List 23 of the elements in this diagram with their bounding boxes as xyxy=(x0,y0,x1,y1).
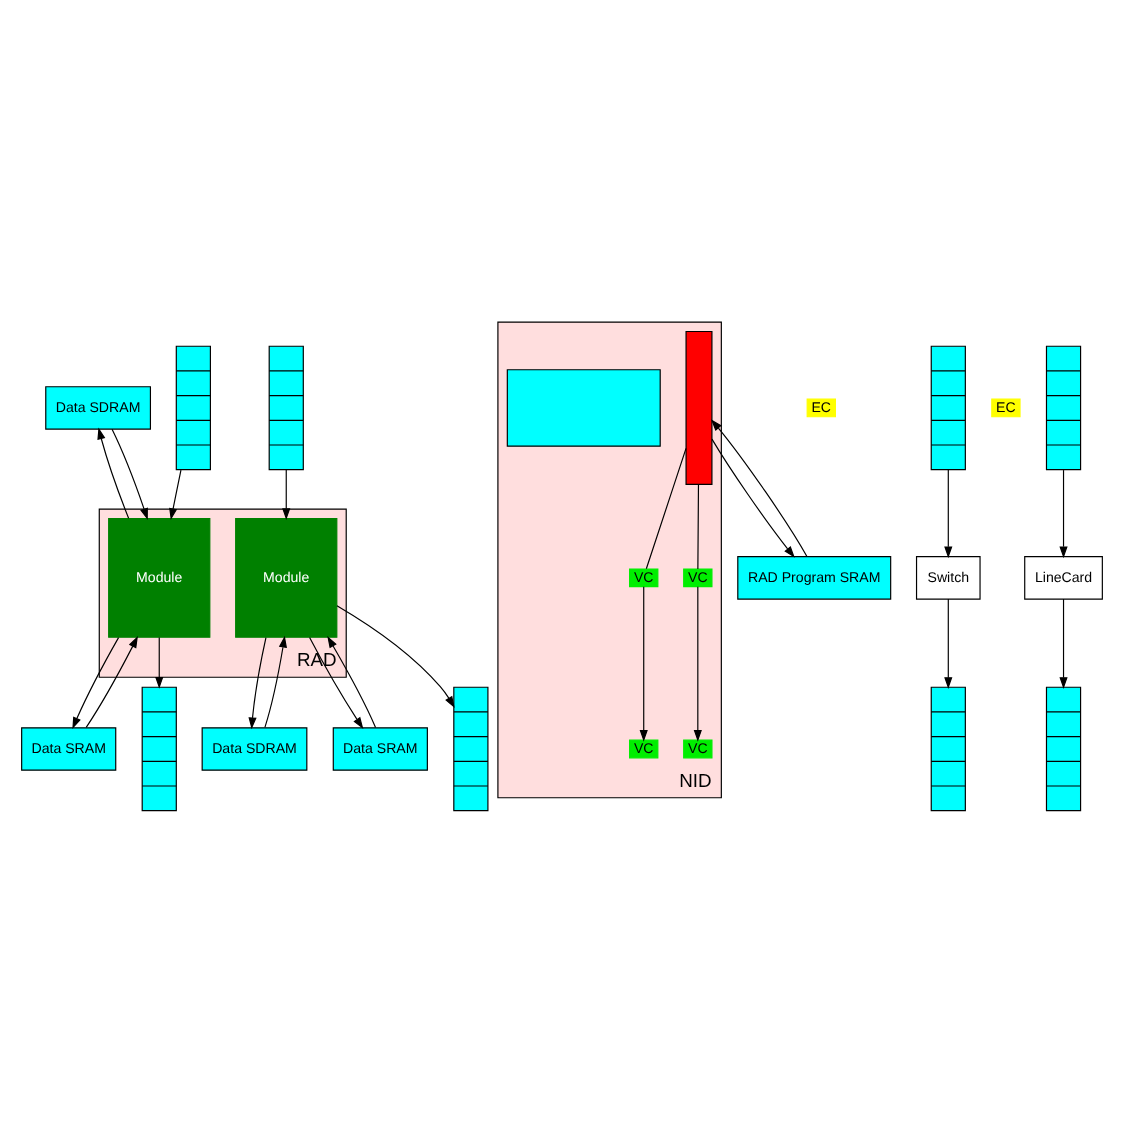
arrow xyxy=(693,585,702,741)
arrow xyxy=(169,468,182,520)
arrow xyxy=(944,468,953,558)
arrow xyxy=(155,636,164,688)
arrow xyxy=(327,635,377,727)
arrow xyxy=(97,426,130,518)
arrow xyxy=(944,597,953,688)
arrow xyxy=(710,418,808,557)
arrow xyxy=(111,427,148,519)
arrow xyxy=(264,634,287,727)
arrow xyxy=(1059,468,1068,558)
arrow xyxy=(282,468,291,520)
arrow xyxy=(72,636,120,729)
node-bar xyxy=(685,329,713,484)
connector xyxy=(697,483,700,569)
arrow xyxy=(85,635,138,727)
arrow xyxy=(639,585,648,741)
node-box xyxy=(506,368,661,446)
connector xyxy=(645,446,687,569)
arrow xyxy=(1059,597,1068,688)
arrow xyxy=(336,604,455,708)
arrow xyxy=(248,636,267,729)
arrow xyxy=(711,437,795,557)
